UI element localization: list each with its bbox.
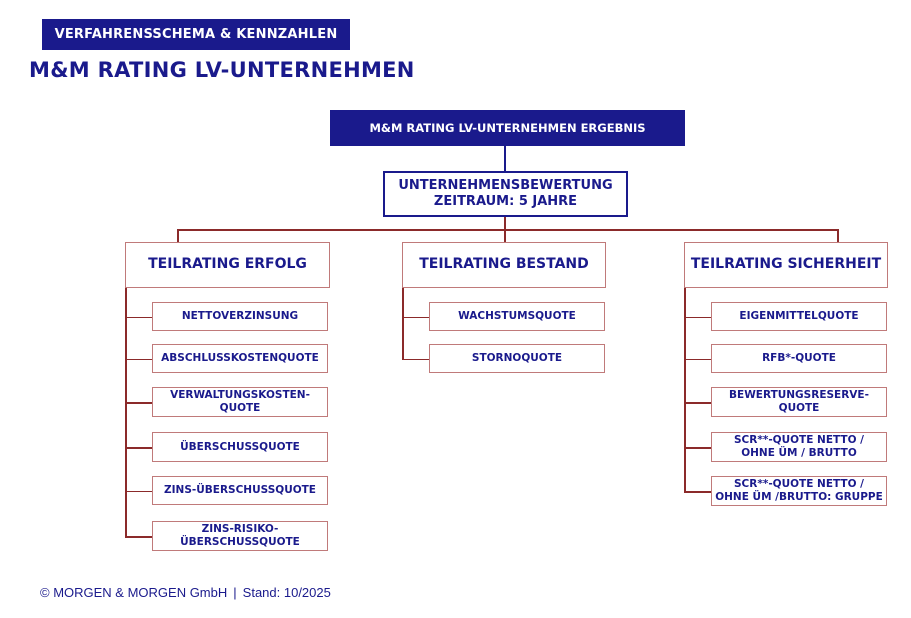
metric-label: BEWERTUNGSRESERVE-	[729, 389, 869, 402]
branch-bestand	[402, 358, 429, 360]
connector-bestand-drop	[504, 229, 506, 242]
company-rating-line1: UNTERNEHMENSBEWERTUNG	[398, 178, 613, 194]
metric-box: SCR**-QUOTE NETTO /OHNE ÜM /BRUTTO: GRUP…	[711, 476, 887, 506]
branch-erfolg	[125, 447, 152, 449]
metric-box: VERWALTUNGSKOSTEN-QUOTE	[152, 387, 328, 417]
connector-sicherheit-drop	[837, 229, 839, 242]
metric-box: EIGENMITTELQUOTE	[711, 302, 887, 331]
branch-erfolg	[125, 402, 152, 404]
footer-separator: |	[233, 585, 237, 600]
branch-sicherheit	[684, 358, 711, 360]
metric-box: ZINS-ÜBERSCHUSSQUOTE	[152, 476, 328, 505]
metric-label: STORNOQUOTE	[471, 352, 563, 365]
metric-label: OHNE ÜM /BRUTTO: GRUPPE	[715, 491, 883, 503]
metric-label: ZINS-RISIKO-	[201, 523, 279, 536]
spine-bestand	[402, 288, 404, 359]
metric-box: ZINS-RISIKO-ÜBERSCHUSSQUOTE	[152, 521, 328, 551]
spine-sicherheit	[684, 288, 686, 491]
page-title: M&M RATING LV-UNTERNEHMEN	[29, 58, 415, 82]
branch-sicherheit	[684, 491, 711, 493]
metric-label: SCR**-QUOTE NETTO /	[733, 434, 864, 447]
metric-label: OHNE ÜM / BRUTTO	[741, 447, 857, 459]
branch-sicherheit	[684, 447, 711, 449]
branch-erfolg	[125, 316, 152, 318]
footer-stand: Stand: 10/2025	[242, 585, 331, 600]
branch-bestand	[402, 316, 429, 318]
metric-box: BEWERTUNGSRESERVE-QUOTE	[711, 387, 887, 417]
metric-box: RFB*-QUOTE	[711, 344, 887, 373]
branch-erfolg	[125, 490, 152, 492]
footer-copyright: © MORGEN & MORGEN GmbH	[40, 585, 228, 600]
root-result-box: M&M RATING LV-UNTERNEHMEN ERGEBNIS	[330, 110, 685, 146]
category-sicherheit: TEILRATING SICHERHEIT	[684, 242, 888, 288]
spine-erfolg	[125, 288, 127, 536]
connector-root-level1	[504, 146, 506, 171]
metric-label: ÜBERSCHUSSQUOTE	[180, 440, 300, 453]
branch-erfolg	[125, 358, 152, 360]
branch-erfolg	[125, 536, 152, 538]
metric-label: QUOTE	[219, 402, 261, 414]
metric-label: VERWALTUNGSKOSTEN-	[170, 389, 310, 402]
footer: © MORGEN & MORGEN GmbH | Stand: 10/2025	[40, 585, 331, 600]
section-tag: VERFAHRENSSCHEMA & KENNZAHLEN	[42, 19, 350, 50]
connector-category-bus	[177, 229, 839, 231]
branch-sicherheit	[684, 402, 711, 404]
metric-label: WACHSTUMSQUOTE	[458, 310, 576, 323]
connector-erfolg-drop	[177, 229, 179, 242]
metric-box: SCR**-QUOTE NETTO /OHNE ÜM / BRUTTO	[711, 432, 887, 462]
metric-box: STORNOQUOTE	[429, 344, 605, 373]
metric-label: ZINS-ÜBERSCHUSSQUOTE	[164, 484, 316, 497]
metric-label: SCR**-QUOTE NETTO /	[733, 478, 864, 491]
metric-box: ÜBERSCHUSSQUOTE	[152, 432, 328, 462]
metric-label: RFB*-QUOTE	[762, 352, 836, 365]
company-rating-line2: ZEITRAUM: 5 JAHRE	[433, 194, 578, 209]
connector-level1-bus	[504, 217, 506, 230]
company-rating-box: UNTERNEHMENSBEWERTUNG ZEITRAUM: 5 JAHRE	[383, 171, 628, 217]
category-erfolg: TEILRATING ERFOLG	[125, 242, 330, 288]
metric-label: QUOTE	[778, 402, 820, 414]
metric-box: WACHSTUMSQUOTE	[429, 302, 605, 331]
metric-box: ABSCHLUSSKOSTENQUOTE	[152, 344, 328, 373]
metric-label: EIGENMITTELQUOTE	[739, 310, 859, 323]
metric-box: NETTOVERZINSUNG	[152, 302, 328, 331]
metric-label: NETTOVERZINSUNG	[181, 310, 299, 323]
branch-sicherheit	[684, 316, 711, 318]
metric-label: ABSCHLUSSKOSTENQUOTE	[161, 352, 319, 365]
metric-label: ÜBERSCHUSSQUOTE	[180, 536, 300, 548]
category-bestand: TEILRATING BESTAND	[402, 242, 606, 288]
